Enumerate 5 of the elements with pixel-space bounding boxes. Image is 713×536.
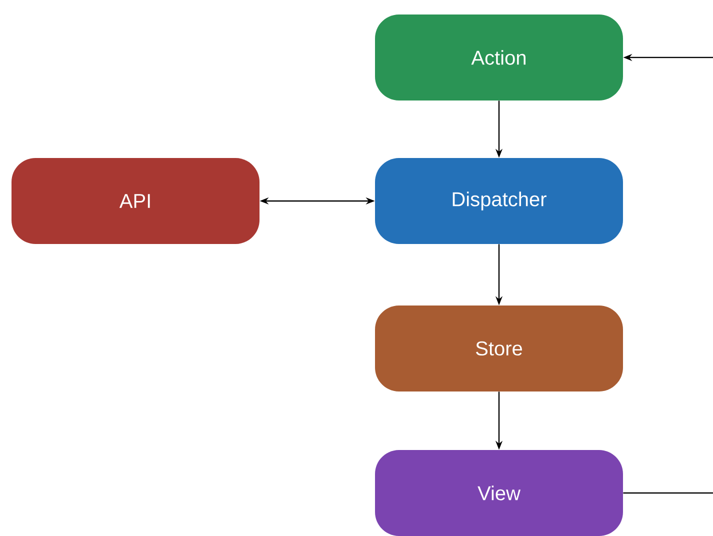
process-box: View [375,450,623,536]
process-box: API [12,158,260,244]
process-box: Action [375,14,623,100]
process-box: Dispatcher [375,158,623,244]
process-box: Store [375,306,623,392]
